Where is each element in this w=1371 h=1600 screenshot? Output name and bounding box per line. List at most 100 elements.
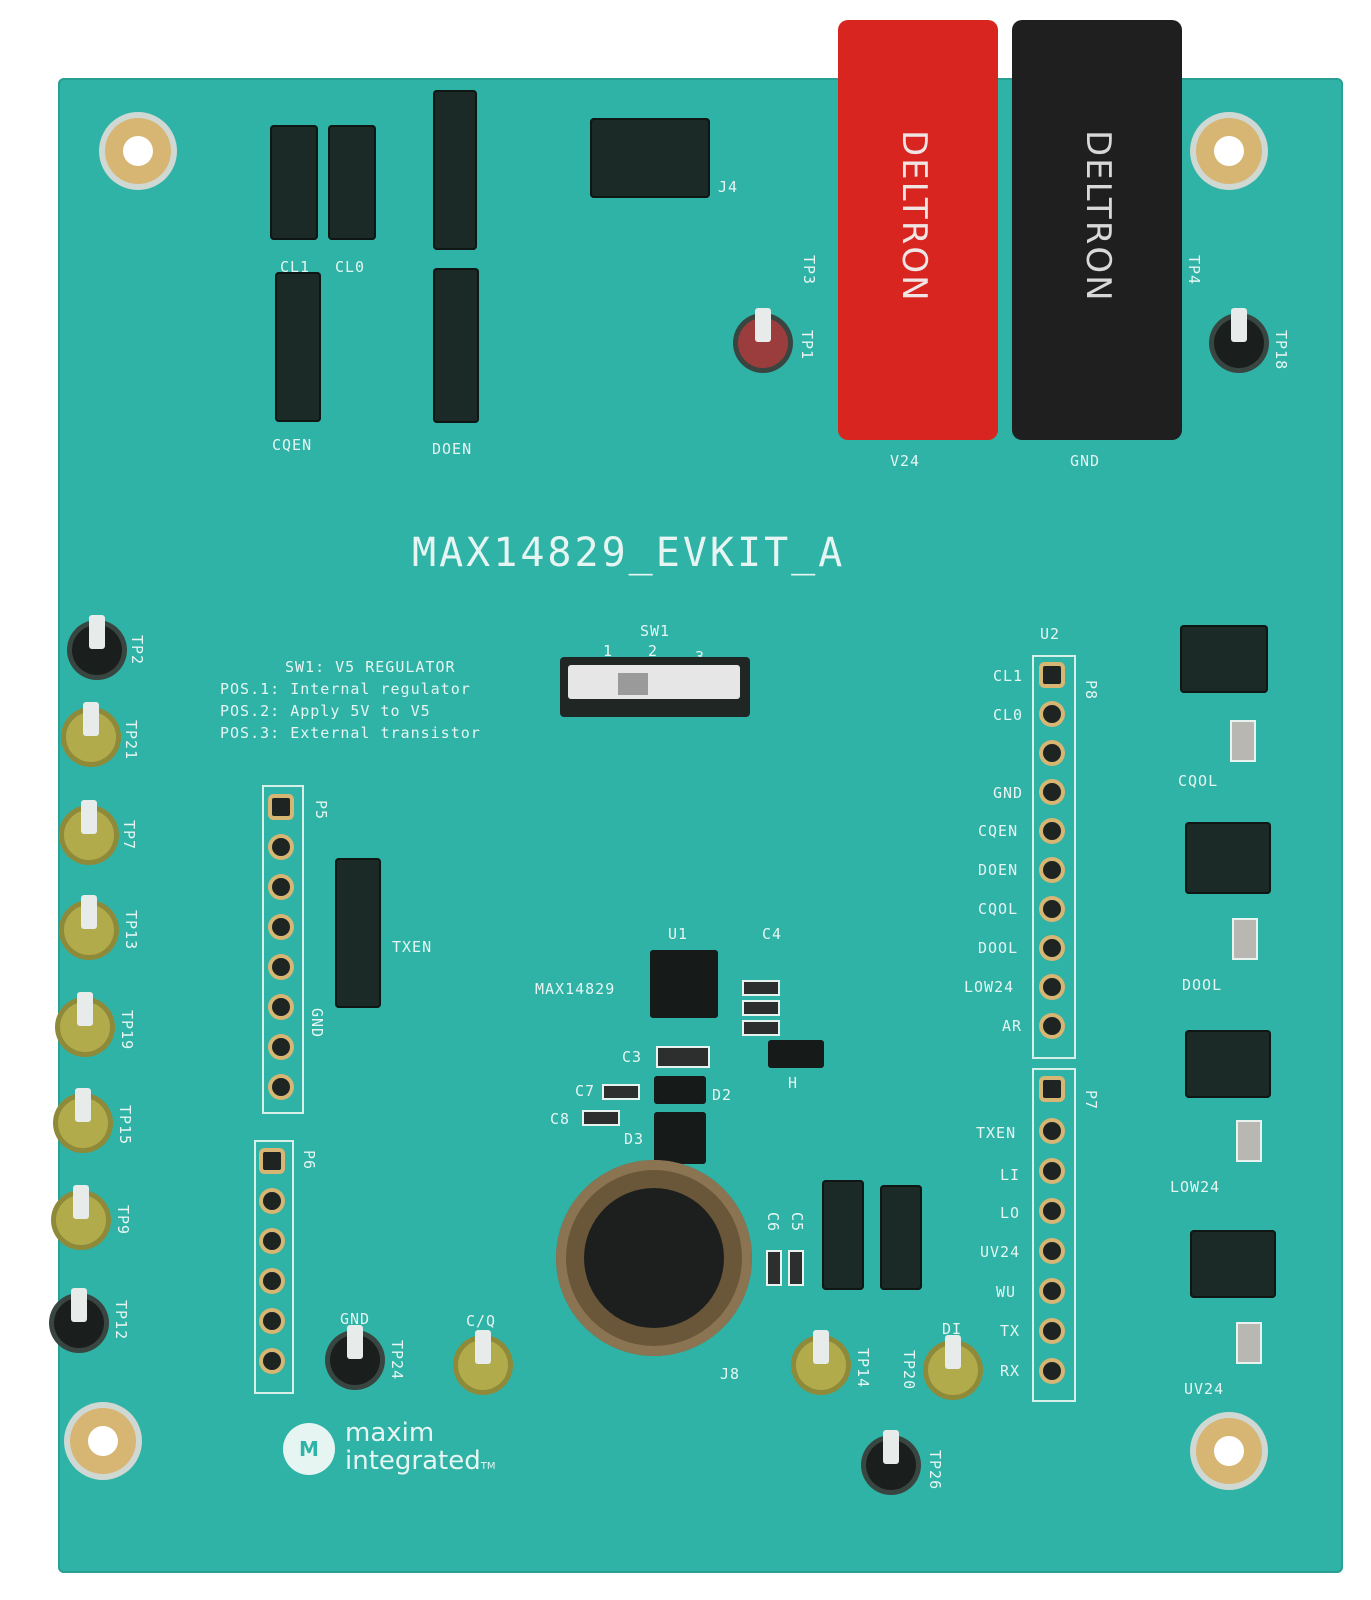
cqen-jumper[interactable] (275, 272, 321, 422)
tp15-label: TP15 (116, 1105, 134, 1146)
sw1-line-1: SW1: V5 REGULATOR (285, 658, 456, 676)
j4-jumper[interactable] (590, 118, 710, 198)
switch-knob[interactable] (618, 673, 648, 695)
tp14-testpoint[interactable] (796, 1330, 846, 1390)
header-pin[interactable] (272, 878, 290, 896)
u1-part-label: MAX14829 (535, 980, 616, 998)
header-pin[interactable] (1043, 1362, 1061, 1380)
tp7-label: TP7 (120, 820, 138, 851)
header-pin[interactable] (272, 998, 290, 1016)
capacitor (742, 980, 780, 996)
v24-banana-jack[interactable]: DELTRON (838, 20, 998, 440)
j8-m12-connector[interactable] (556, 1160, 752, 1356)
bottom-jumper-2[interactable] (880, 1185, 922, 1290)
tp26-label: TP26 (926, 1450, 944, 1491)
switch-slot (568, 665, 740, 699)
tp4-label: TP4 (1185, 255, 1203, 286)
tp20-testpoint[interactable] (928, 1335, 978, 1395)
p7-pin-label: LI (1000, 1166, 1021, 1184)
header-pin[interactable] (263, 1192, 281, 1210)
tp26-testpoint[interactable] (866, 1430, 916, 1490)
header-pin[interactable] (1043, 666, 1061, 684)
header-pin[interactable] (1043, 1162, 1061, 1180)
p8-pin-label: DOEN (978, 861, 1019, 879)
c8-label: C8 (550, 1110, 571, 1128)
header-pin[interactable] (272, 918, 290, 936)
tp7-testpoint[interactable] (64, 800, 114, 860)
gnd-banana-jack[interactable]: DELTRON (1012, 20, 1182, 440)
tp1-testpoint[interactable] (738, 308, 788, 368)
bottom-jumper-1[interactable] (822, 1180, 864, 1290)
sw1-pos-1: 1 (603, 642, 614, 660)
tp12-testpoint[interactable] (54, 1288, 104, 1348)
header-pin[interactable] (272, 1038, 290, 1056)
tp19-testpoint[interactable] (60, 992, 110, 1052)
uv24-jumper[interactable] (1190, 1230, 1276, 1298)
header-pin[interactable] (1043, 939, 1061, 957)
tp21-testpoint[interactable] (66, 702, 116, 762)
ds2-led (1232, 918, 1258, 960)
doen-jumper[interactable] (433, 268, 479, 423)
txen-jumper[interactable] (335, 858, 381, 1008)
header-pin[interactable] (1043, 861, 1061, 879)
header-pin[interactable] (1043, 783, 1061, 801)
low24-led-label: LOW24 (1170, 1178, 1221, 1196)
u1-label: U1 (668, 925, 689, 943)
tp24-testpoint[interactable] (330, 1325, 380, 1385)
c7-capacitor (602, 1084, 640, 1100)
p7-pin-label: RX (1000, 1362, 1021, 1380)
txen-label: TXEN (392, 938, 433, 956)
tp19-label: TP19 (118, 1010, 136, 1051)
sw1-slide-switch[interactable] (560, 657, 750, 717)
header-pin[interactable] (1043, 1322, 1061, 1340)
header-pin[interactable] (272, 838, 290, 856)
header-pin[interactable] (1043, 900, 1061, 918)
header-pin[interactable] (1043, 705, 1061, 723)
cqol-jumper[interactable] (1180, 625, 1268, 693)
header-pin[interactable] (272, 958, 290, 976)
mounting-hole (70, 1408, 136, 1474)
header-pin[interactable] (263, 1272, 281, 1290)
header-pin[interactable] (272, 798, 290, 816)
tp18-testpoint[interactable] (1214, 308, 1264, 368)
mounting-hole (1196, 1418, 1262, 1484)
tp13-testpoint[interactable] (64, 895, 114, 955)
header-pin[interactable] (1043, 1202, 1061, 1220)
cl1-jumper[interactable] (270, 125, 318, 240)
header-pin[interactable] (1043, 1282, 1061, 1300)
c3-capacitor (656, 1046, 710, 1068)
p8-pin-label: CQOL (978, 900, 1019, 918)
c3-label: C3 (622, 1048, 643, 1066)
capacitor (742, 1000, 780, 1016)
v5-jumper[interactable] (433, 90, 477, 250)
header-pin[interactable] (272, 1078, 290, 1096)
dool-jumper[interactable] (1185, 822, 1271, 894)
cl0-jumper[interactable] (328, 125, 376, 240)
header-pin[interactable] (263, 1352, 281, 1370)
p5-header (262, 785, 304, 1114)
u2-label: U2 (1040, 625, 1061, 643)
cq-testpoint[interactable] (458, 1330, 508, 1390)
tp15-testpoint[interactable] (58, 1088, 108, 1148)
header-pin[interactable] (1043, 1017, 1061, 1035)
header-pin[interactable] (263, 1312, 281, 1330)
tp2-testpoint[interactable] (72, 615, 122, 675)
header-pin[interactable] (1043, 1080, 1061, 1098)
p8-pin-label: DOOL (978, 939, 1019, 957)
header-pin[interactable] (1043, 1122, 1061, 1140)
header-pin[interactable] (263, 1232, 281, 1250)
header-pin[interactable] (263, 1152, 281, 1170)
v24-label: V24 (890, 452, 921, 470)
d2-diode (654, 1112, 706, 1164)
header-pin[interactable] (1043, 822, 1061, 840)
low24-jumper[interactable] (1185, 1030, 1271, 1098)
header-pin[interactable] (1043, 1242, 1061, 1260)
ds4-led (1236, 1120, 1262, 1162)
tp21-label: TP21 (122, 720, 140, 761)
header-pin[interactable] (1043, 978, 1061, 996)
tp20-label: TP20 (900, 1350, 918, 1391)
header-pin[interactable] (1043, 744, 1061, 762)
tp9-testpoint[interactable] (56, 1185, 106, 1245)
p8-label: P8 (1082, 680, 1100, 701)
tp24-gnd-label: GND (340, 1310, 371, 1328)
